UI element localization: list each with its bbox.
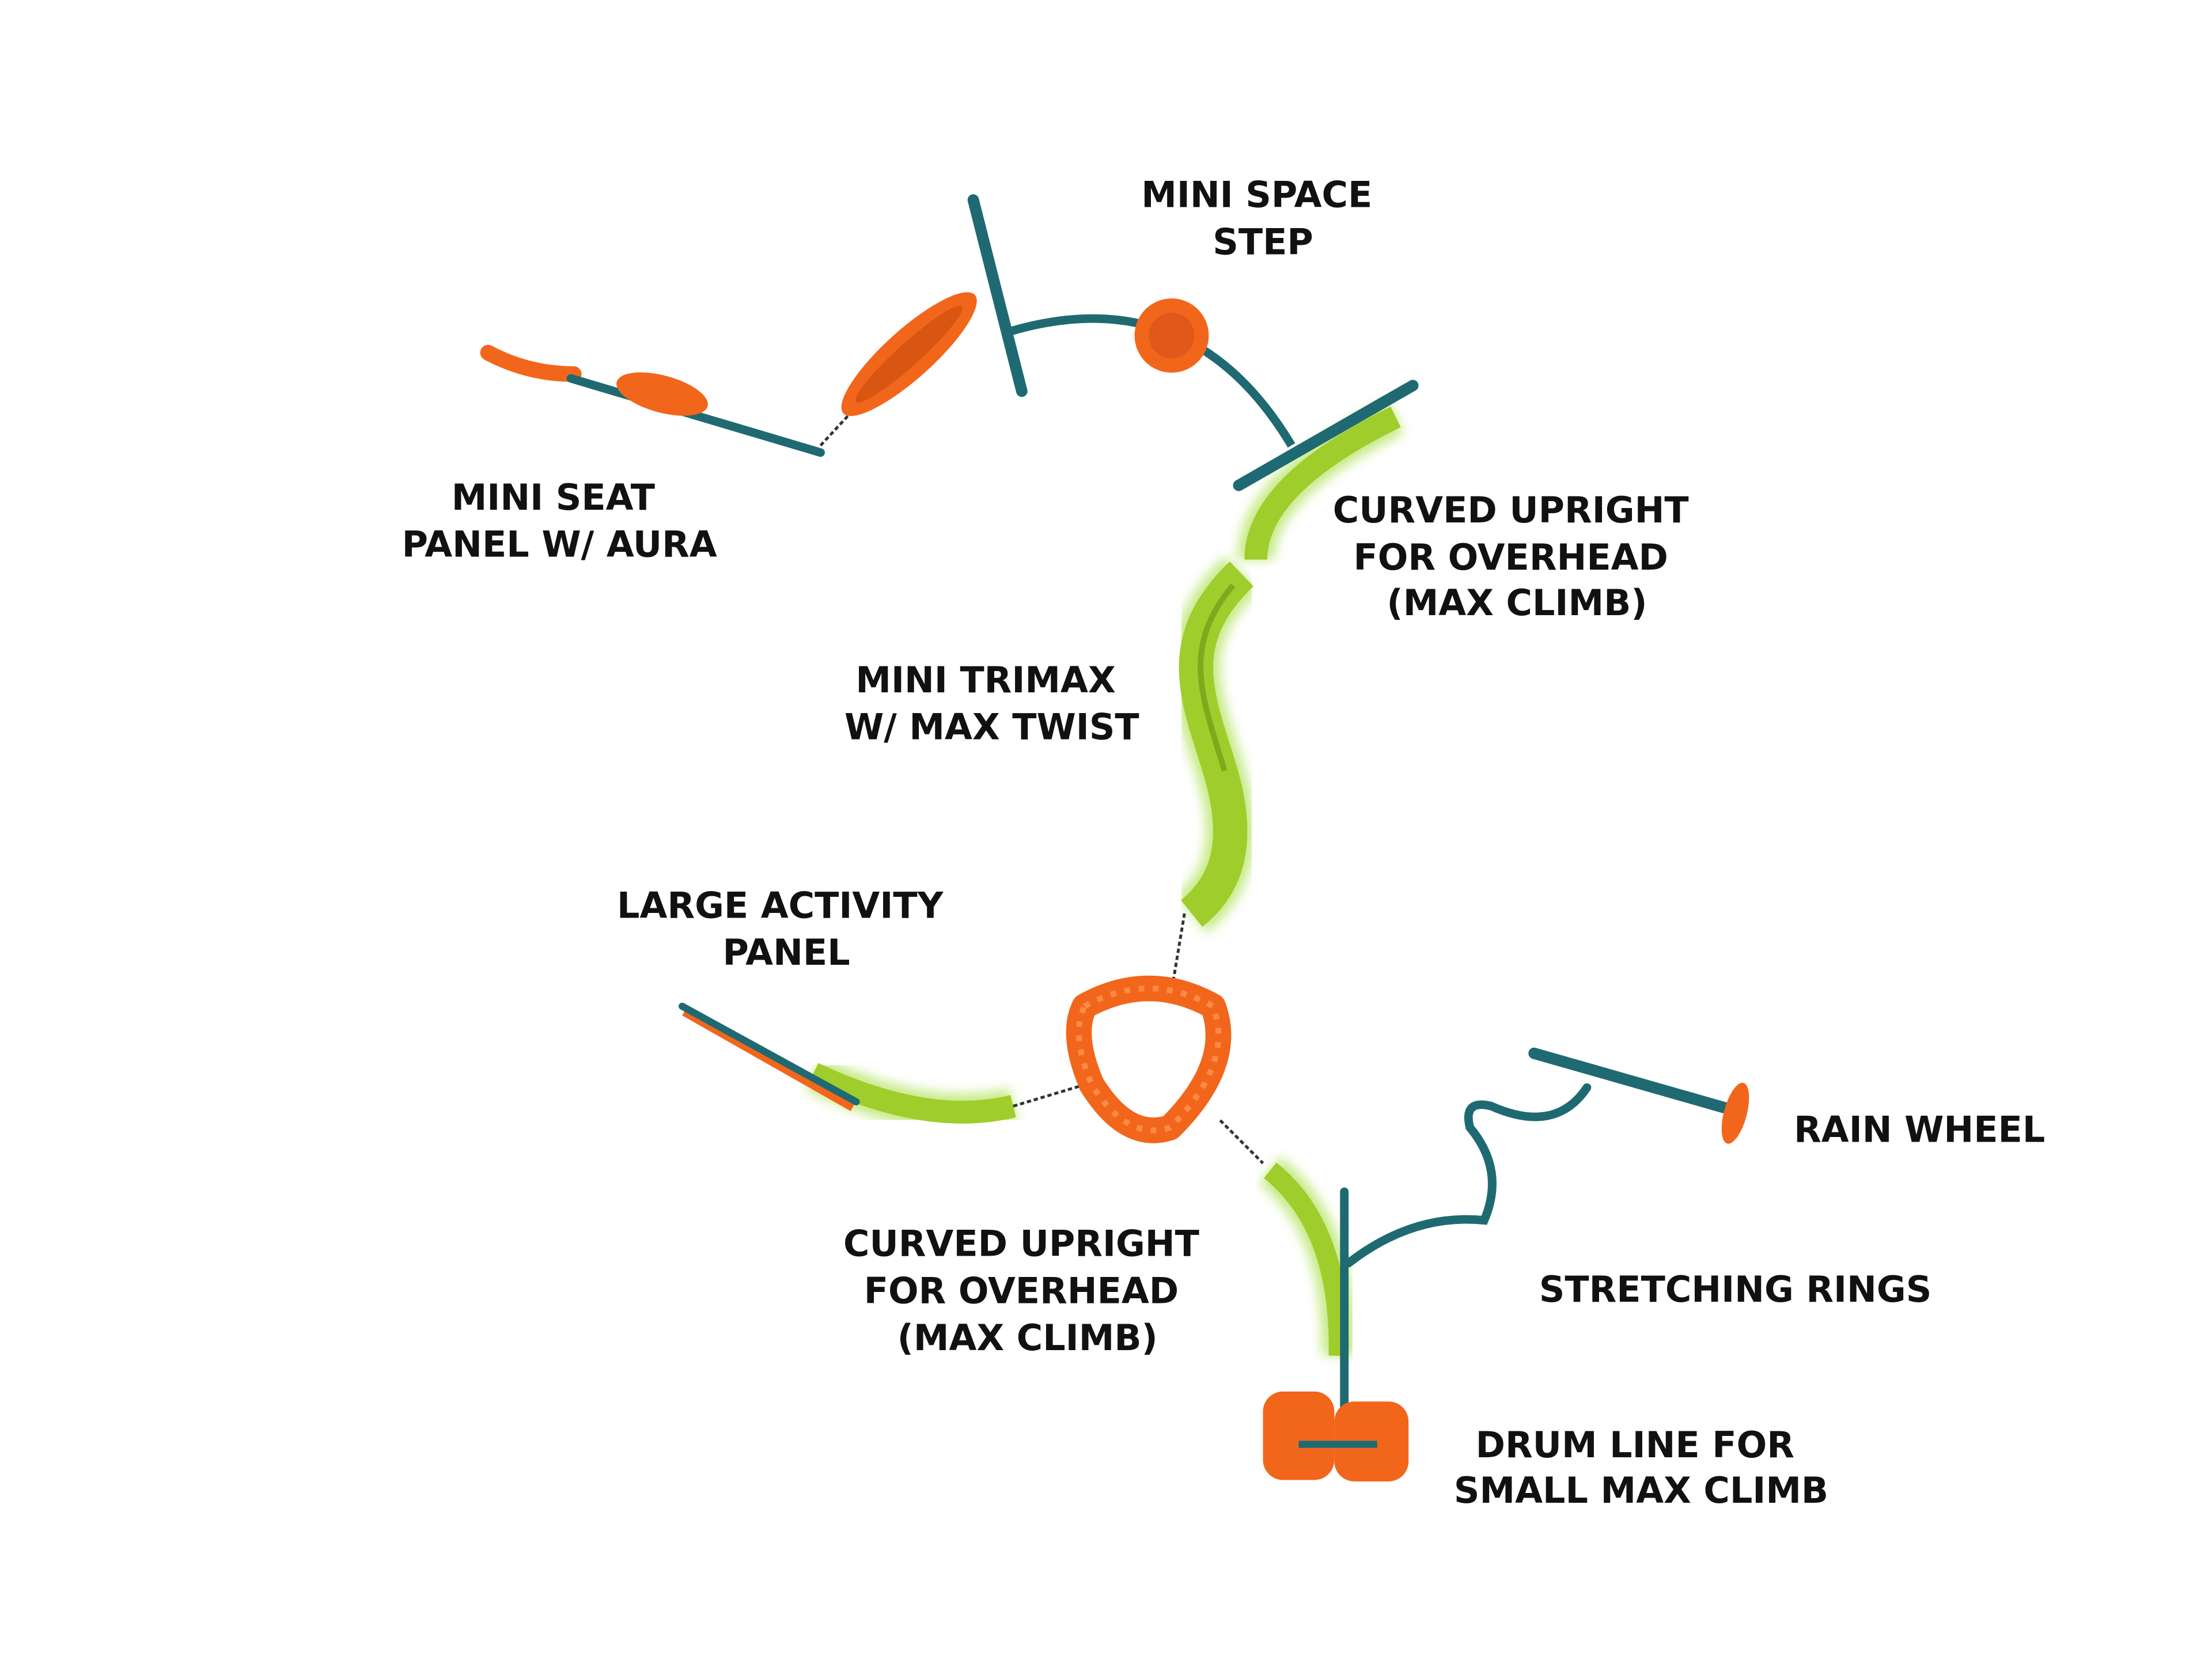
label-curved-upright-top: CURVED UPRIGHT FOR OVERHEAD (MAX CLIMB) (1333, 490, 1701, 624)
curved-upright-top (1233, 380, 1419, 560)
triangle-ring-connector (1066, 975, 1232, 1143)
label-stretching-rings: STRETCHING RINGS (1539, 1269, 1932, 1310)
rain-wheel (1721, 1082, 1749, 1144)
drum-line (1263, 1391, 1409, 1481)
stretching-rings (1344, 1047, 1740, 1268)
label-rain-wheel: RAIN WHEEL (1794, 1109, 2045, 1150)
mini-seat-panel (480, 292, 977, 457)
label-curved-upright-bottom: CURVED UPRIGHT FOR OVERHEAD (MAX CLIMB) (843, 1223, 1211, 1359)
label-mini-space-step: MINI SPACE STEP (1141, 175, 1385, 263)
mini-space-step (967, 194, 1296, 448)
large-activity-panel (679, 1002, 1085, 1131)
label-mini-seat-panel: MINI SEAT PANEL W/ AURA (402, 477, 717, 566)
mini-trimax (1169, 556, 1259, 999)
curved-upright-bottom (1219, 1119, 1356, 1446)
label-drum-line: DRUM LINE FOR SMALL MAX CLIMB (1454, 1424, 1828, 1511)
label-large-activity-panel: LARGE ACTIVITY PANEL (617, 885, 956, 973)
label-mini-trimax: MINI TRIMAX W/ MAX TWIST (844, 660, 1139, 748)
